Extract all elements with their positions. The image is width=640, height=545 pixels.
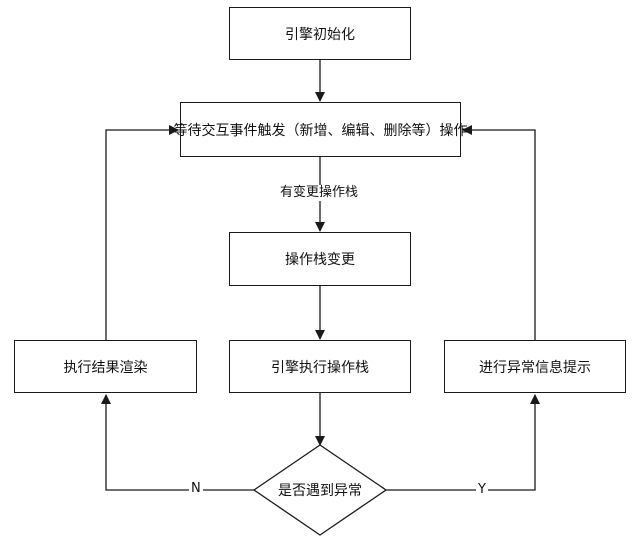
node-engine-init-label: 引擎初始化 — [285, 26, 355, 43]
node-wait-event-label: 等待交互事件触发（新增、编辑、删除等）操作 — [173, 122, 468, 139]
edge-label-has-stack-change: 有变更操作栈 — [278, 185, 361, 201]
node-render-result: 执行结果渲染 — [14, 340, 197, 393]
node-error-prompt-label: 进行异常信息提示 — [479, 359, 591, 376]
edge-label-yes: Y — [476, 482, 488, 498]
node-engine-init: 引擎初始化 — [229, 7, 411, 60]
node-stack-change-label: 操作栈变更 — [285, 252, 355, 268]
node-engine-execute: 引擎执行操作栈 — [229, 340, 411, 393]
node-error-prompt: 进行异常信息提示 — [444, 340, 626, 393]
node-wait-event: 等待交互事件触发（新增、编辑、删除等）操作 — [174, 102, 468, 157]
arrow-decision-yes-to-error — [386, 394, 540, 491]
decision-label: 是否遇到异常 — [278, 483, 362, 499]
node-engine-execute-label: 引擎执行操作栈 — [271, 359, 369, 376]
edge-label-no: N — [189, 481, 203, 497]
node-render-result-label: 执行结果渲染 — [63, 359, 148, 376]
decision-diamond — [252, 444, 388, 536]
arrow-render-to-wait — [105, 125, 179, 340]
arrow-error-to-wait — [462, 125, 536, 340]
arrow-decision-no-to-render — [101, 394, 254, 491]
node-stack-change: 操作栈变更 — [229, 232, 411, 286]
